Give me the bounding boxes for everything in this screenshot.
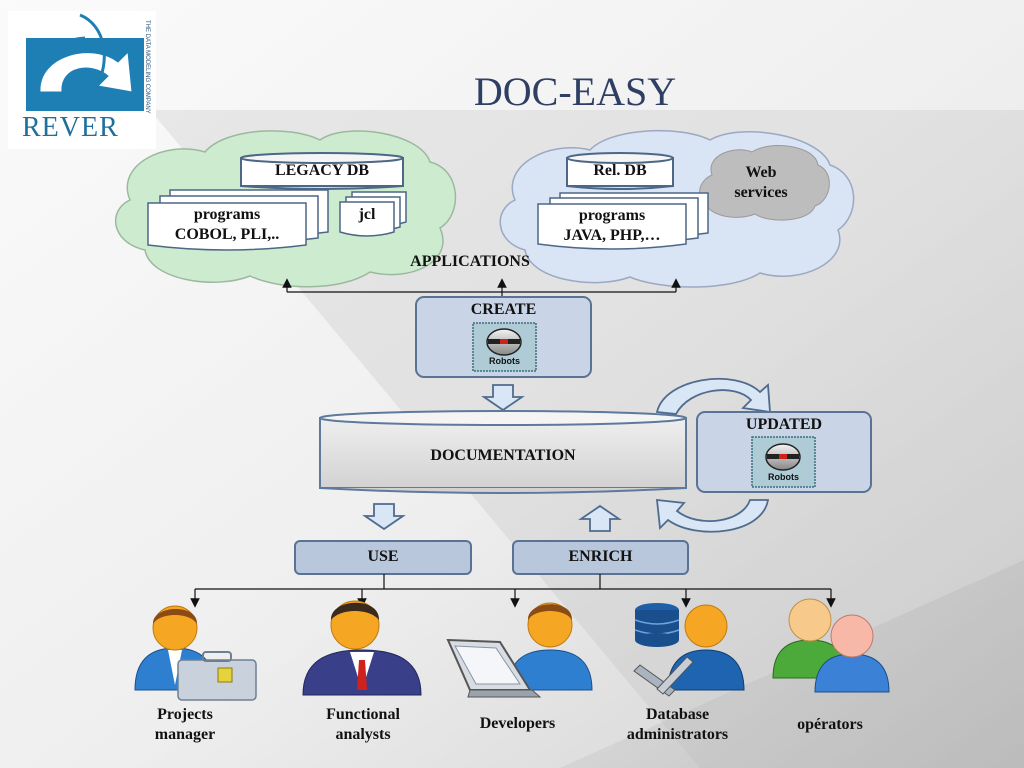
logo-brand: REVER	[22, 112, 119, 143]
create-to-documentation-arrow	[481, 384, 525, 412]
web-services-label-2: services	[734, 184, 788, 201]
updated-robots-label: Robots	[768, 472, 799, 482]
documentation-cylinder	[319, 410, 687, 494]
persona-developers: Developers	[450, 714, 585, 734]
persona-line2: analysts	[335, 726, 391, 743]
rever-logo	[8, 11, 156, 149]
documentation-to-use-arrow	[362, 503, 406, 531]
modern-programs-docs	[537, 192, 709, 250]
update-cycle-arrows	[655, 378, 771, 533]
persona-database-administrators: Database administrators	[600, 705, 755, 745]
rel-db-label: Rel. DB	[593, 162, 647, 179]
persona-line1: Functional	[326, 706, 400, 723]
persona-connector	[190, 574, 836, 608]
persona-functional-analysts: Functional analysts	[298, 705, 428, 745]
jcl-docs	[339, 191, 407, 237]
legacy-languages-label: COBOL, PLI,..	[174, 226, 280, 243]
operators-icon	[772, 598, 890, 693]
persona-line1: Projects	[157, 706, 213, 723]
updated-box	[696, 411, 872, 493]
persona-line1: Developers	[479, 715, 556, 732]
persona-line1: opérators	[797, 716, 863, 733]
persona-line1: Database	[645, 706, 710, 723]
applications-connector	[282, 278, 681, 298]
jcl-label: jcl	[358, 206, 376, 223]
persona-line2: manager	[154, 726, 216, 743]
create-label: CREATE	[470, 301, 537, 318]
enrich-label: ENRICH	[568, 548, 633, 565]
legacy-programs-docs	[147, 189, 329, 251]
modern-programs-label: programs	[578, 207, 646, 224]
legacy-programs-label: programs	[193, 206, 261, 223]
web-services-cloud	[699, 145, 830, 221]
create-box	[415, 296, 592, 378]
database-admin-icon	[633, 603, 745, 697]
rel-db-cylinder	[566, 152, 674, 190]
use-label: USE	[367, 548, 399, 565]
functional-analyst-icon	[302, 600, 422, 696]
create-robots-label: Robots	[489, 356, 520, 366]
web-services-label-1: Web	[745, 164, 777, 181]
modern-languages-label: JAVA, PHP,…	[563, 227, 661, 244]
persona-line2: administrators	[626, 726, 729, 743]
use-box	[294, 540, 472, 575]
developer-icon	[446, 602, 593, 698]
logo-tagline: THE DATA MODELING COMPANY	[144, 20, 150, 114]
documentation-label: DOCUMENTATION	[430, 447, 576, 464]
legacy-db-cylinder	[240, 152, 404, 190]
enrich-to-documentation-arrow	[578, 504, 622, 532]
persona-operators: opérators	[770, 715, 890, 735]
project-manager-icon	[134, 605, 257, 701]
slide-title: DOC-EASY	[473, 69, 677, 114]
applications-label: APPLICATIONS	[410, 253, 530, 270]
updated-label: UPDATED	[745, 416, 823, 433]
persona-project-manager: Projects manager	[120, 705, 250, 745]
legacy-db-label: LEGACY DB	[274, 162, 370, 179]
